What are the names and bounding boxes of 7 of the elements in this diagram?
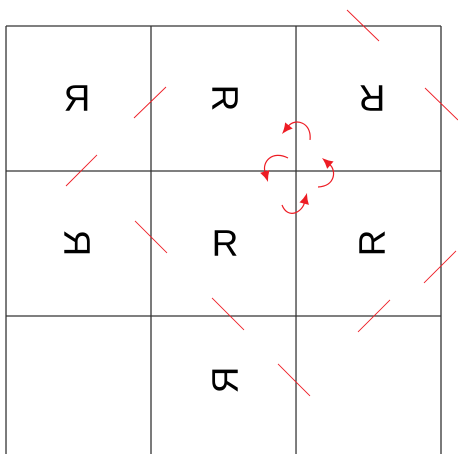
letter: R <box>360 85 382 111</box>
letter: R <box>359 231 385 254</box>
letter: R <box>64 231 90 254</box>
letter: R <box>212 88 238 110</box>
letter: R <box>214 230 237 256</box>
letter: R <box>212 370 238 392</box>
letter: R <box>65 85 88 111</box>
